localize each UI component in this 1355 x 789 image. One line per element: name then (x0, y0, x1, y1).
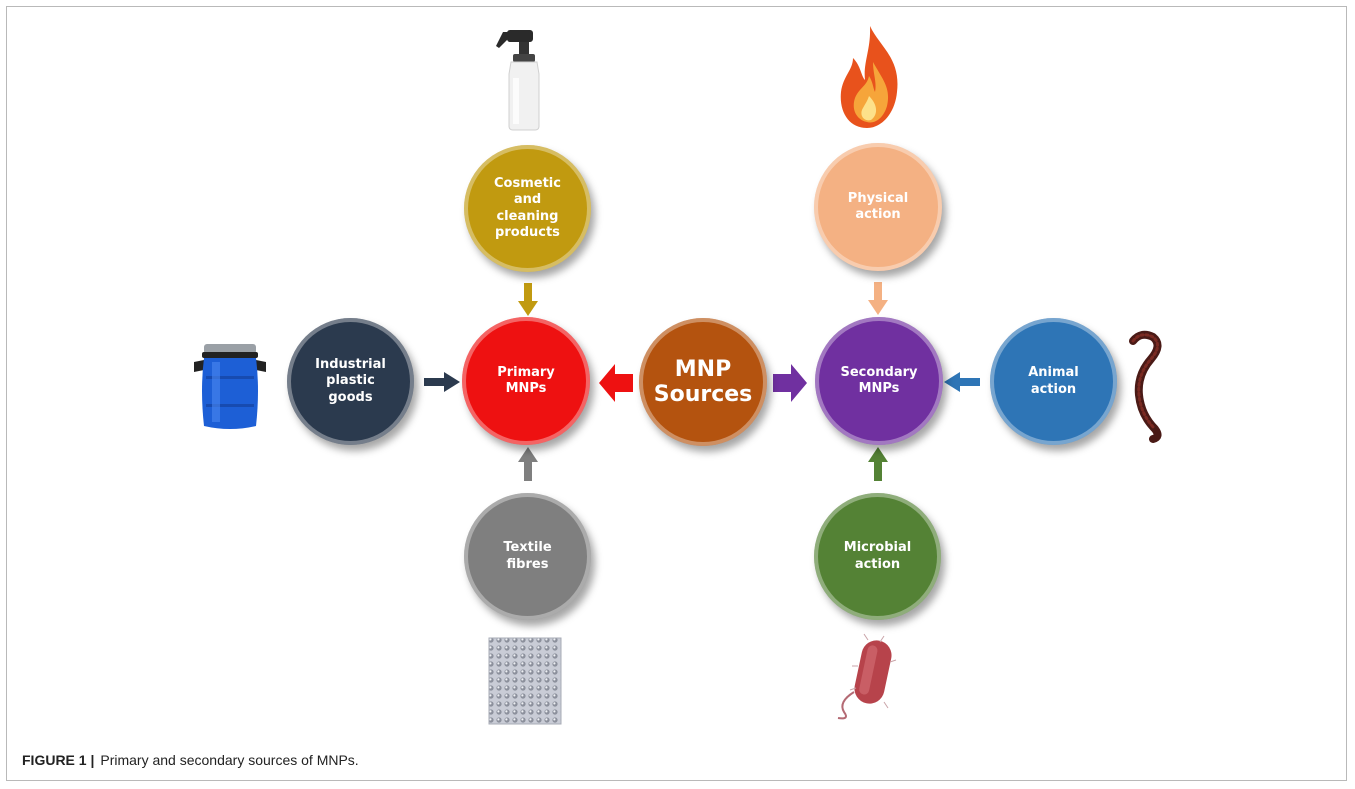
arrow-center-to-primary (599, 364, 633, 402)
node-textile-fibres: Textile fibres (464, 493, 591, 620)
figure-caption: FIGURE 1 | Primary and secondary sources … (22, 752, 359, 768)
node-physical-action: Physical action (814, 143, 942, 271)
plastic-drum-icon (194, 344, 266, 429)
node-animal-action: Animal action (990, 318, 1117, 445)
spray-bottle-icon (496, 30, 540, 131)
figure-caption-label: FIGURE 1 | (22, 752, 95, 768)
node-cosmetic-products: Cosmetic and cleaning products (464, 145, 591, 272)
arrow-physical-to-secondary (868, 282, 888, 315)
flame-icon (840, 26, 898, 128)
textile-mesh-icon (488, 637, 562, 725)
node-mnp-sources: MNP Sources (639, 318, 767, 446)
node-primary-mnps: Primary MNPs (462, 317, 590, 445)
node-microbial-action: Microbial action (814, 493, 941, 620)
arrow-animal-to-secondary (944, 372, 980, 392)
arrow-industrial-to-primary (424, 372, 460, 392)
figure-caption-text: Primary and secondary sources of MNPs. (100, 752, 359, 768)
bacterium-icon (837, 633, 897, 720)
arrow-center-to-secondary (773, 364, 807, 402)
node-secondary-mnps: Secondary MNPs (815, 317, 943, 445)
arrow-cosmetic-to-primary (518, 283, 538, 316)
arrow-textile-to-primary (518, 447, 538, 481)
worm-icon (1129, 330, 1162, 443)
arrow-microbial-to-secondary (868, 447, 888, 481)
node-industrial-plastic-goods: Industrial plastic goods (287, 318, 414, 445)
